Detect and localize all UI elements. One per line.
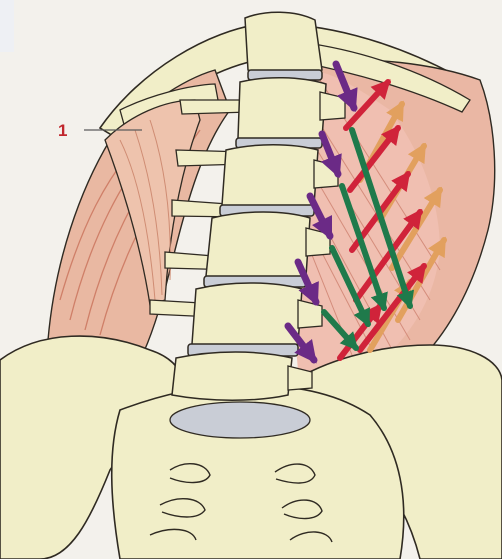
- top-left-page-margin: [0, 0, 14, 52]
- callout-number-1: 1: [58, 121, 67, 140]
- sacral-disc: [170, 402, 310, 438]
